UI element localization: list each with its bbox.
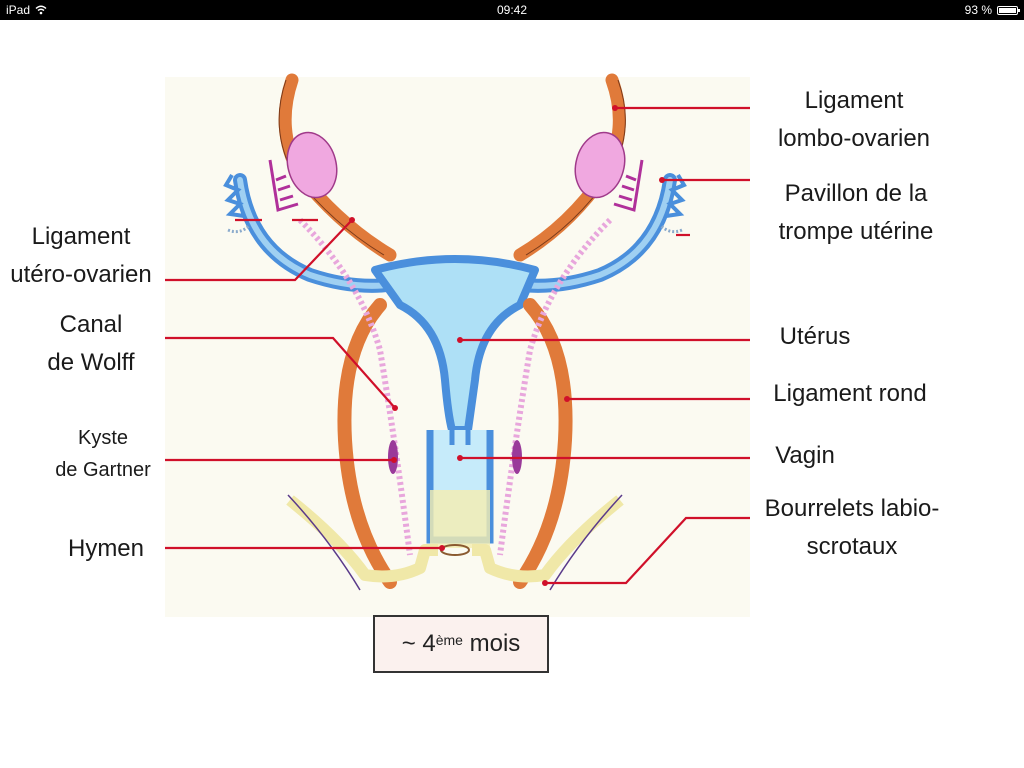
leader-lines xyxy=(165,106,750,585)
period-prefix: ~ 4 xyxy=(401,630,436,657)
label-pavillon-trompe: Pavillon de la trompe utérine xyxy=(758,175,954,251)
clock: 09:42 xyxy=(496,3,528,17)
left-fimbria xyxy=(223,173,245,218)
label-hymen: Hymen xyxy=(67,535,145,562)
right-round-ligament xyxy=(513,298,573,589)
battery-icon xyxy=(997,5,1020,15)
label-vagin: Vagin xyxy=(775,442,835,469)
left-labioscrotal xyxy=(286,495,438,583)
left-round-ligament xyxy=(337,298,397,589)
battery-tip xyxy=(1018,8,1020,12)
label-line: Canal xyxy=(59,311,123,338)
battery-percent: 93 % xyxy=(964,3,992,17)
period-superscript: ème xyxy=(435,632,463,648)
status-left: iPad xyxy=(6,0,47,20)
label-ligament-rond: Ligament rond xyxy=(773,380,927,407)
leader-bourrelets xyxy=(545,516,750,585)
label-line: Kyste xyxy=(77,427,129,449)
period-suffix: mois xyxy=(462,630,521,657)
right-fimbria xyxy=(665,173,687,218)
right-wolff-duct xyxy=(497,217,613,556)
label-line: Ligament xyxy=(31,223,131,250)
label-line: de Gartner xyxy=(55,459,151,481)
battery-fill xyxy=(999,7,1016,13)
leader-canal-wolff xyxy=(165,336,396,409)
label-line: Pavillon de la xyxy=(784,180,928,207)
wifi-icon xyxy=(35,5,47,15)
left-gartner-cyst xyxy=(388,440,398,474)
device-name: iPad xyxy=(6,3,31,17)
label-line: lombo-ovarien xyxy=(777,125,931,152)
label-bourrelets: Bourrelets labio- scrotaux xyxy=(752,490,952,566)
leader-dots xyxy=(349,105,665,586)
label-line: de Wolff xyxy=(47,349,135,376)
content-area: Ligament lombo-ovarien Pavillon de la tr… xyxy=(0,20,1024,768)
label-line: utéro-ovarien xyxy=(10,261,152,288)
status-right: 93 % xyxy=(964,0,1020,20)
label-uterus: Utérus xyxy=(779,323,851,350)
label-ligament-lombo-ovarien: Ligament lombo-ovarien xyxy=(764,82,944,158)
left-epoophoron xyxy=(268,159,299,212)
label-line: scrotaux xyxy=(806,533,898,560)
anatomy-diagram xyxy=(165,73,750,591)
status-bar: iPad 09:42 93 % xyxy=(0,0,1024,20)
label-canal-wolff: Canal de Wolff xyxy=(28,306,154,382)
right-epoophoron xyxy=(613,159,644,212)
right-labioscrotal xyxy=(472,495,624,583)
label-line: Ligament xyxy=(804,87,904,114)
leader-utero-ovarien xyxy=(165,219,353,282)
label-line: trompe utérine xyxy=(778,218,934,245)
left-ovary xyxy=(286,131,338,199)
left-wolff-duct xyxy=(297,217,413,556)
label-kyste-gartner: Kyste de Gartner xyxy=(40,422,166,486)
uterus-body xyxy=(371,255,539,434)
right-ovary xyxy=(574,131,626,199)
label-line: Bourrelets labio- xyxy=(764,495,940,522)
label-ligament-utero-ovarien: Ligament utéro-ovarien xyxy=(0,218,166,294)
